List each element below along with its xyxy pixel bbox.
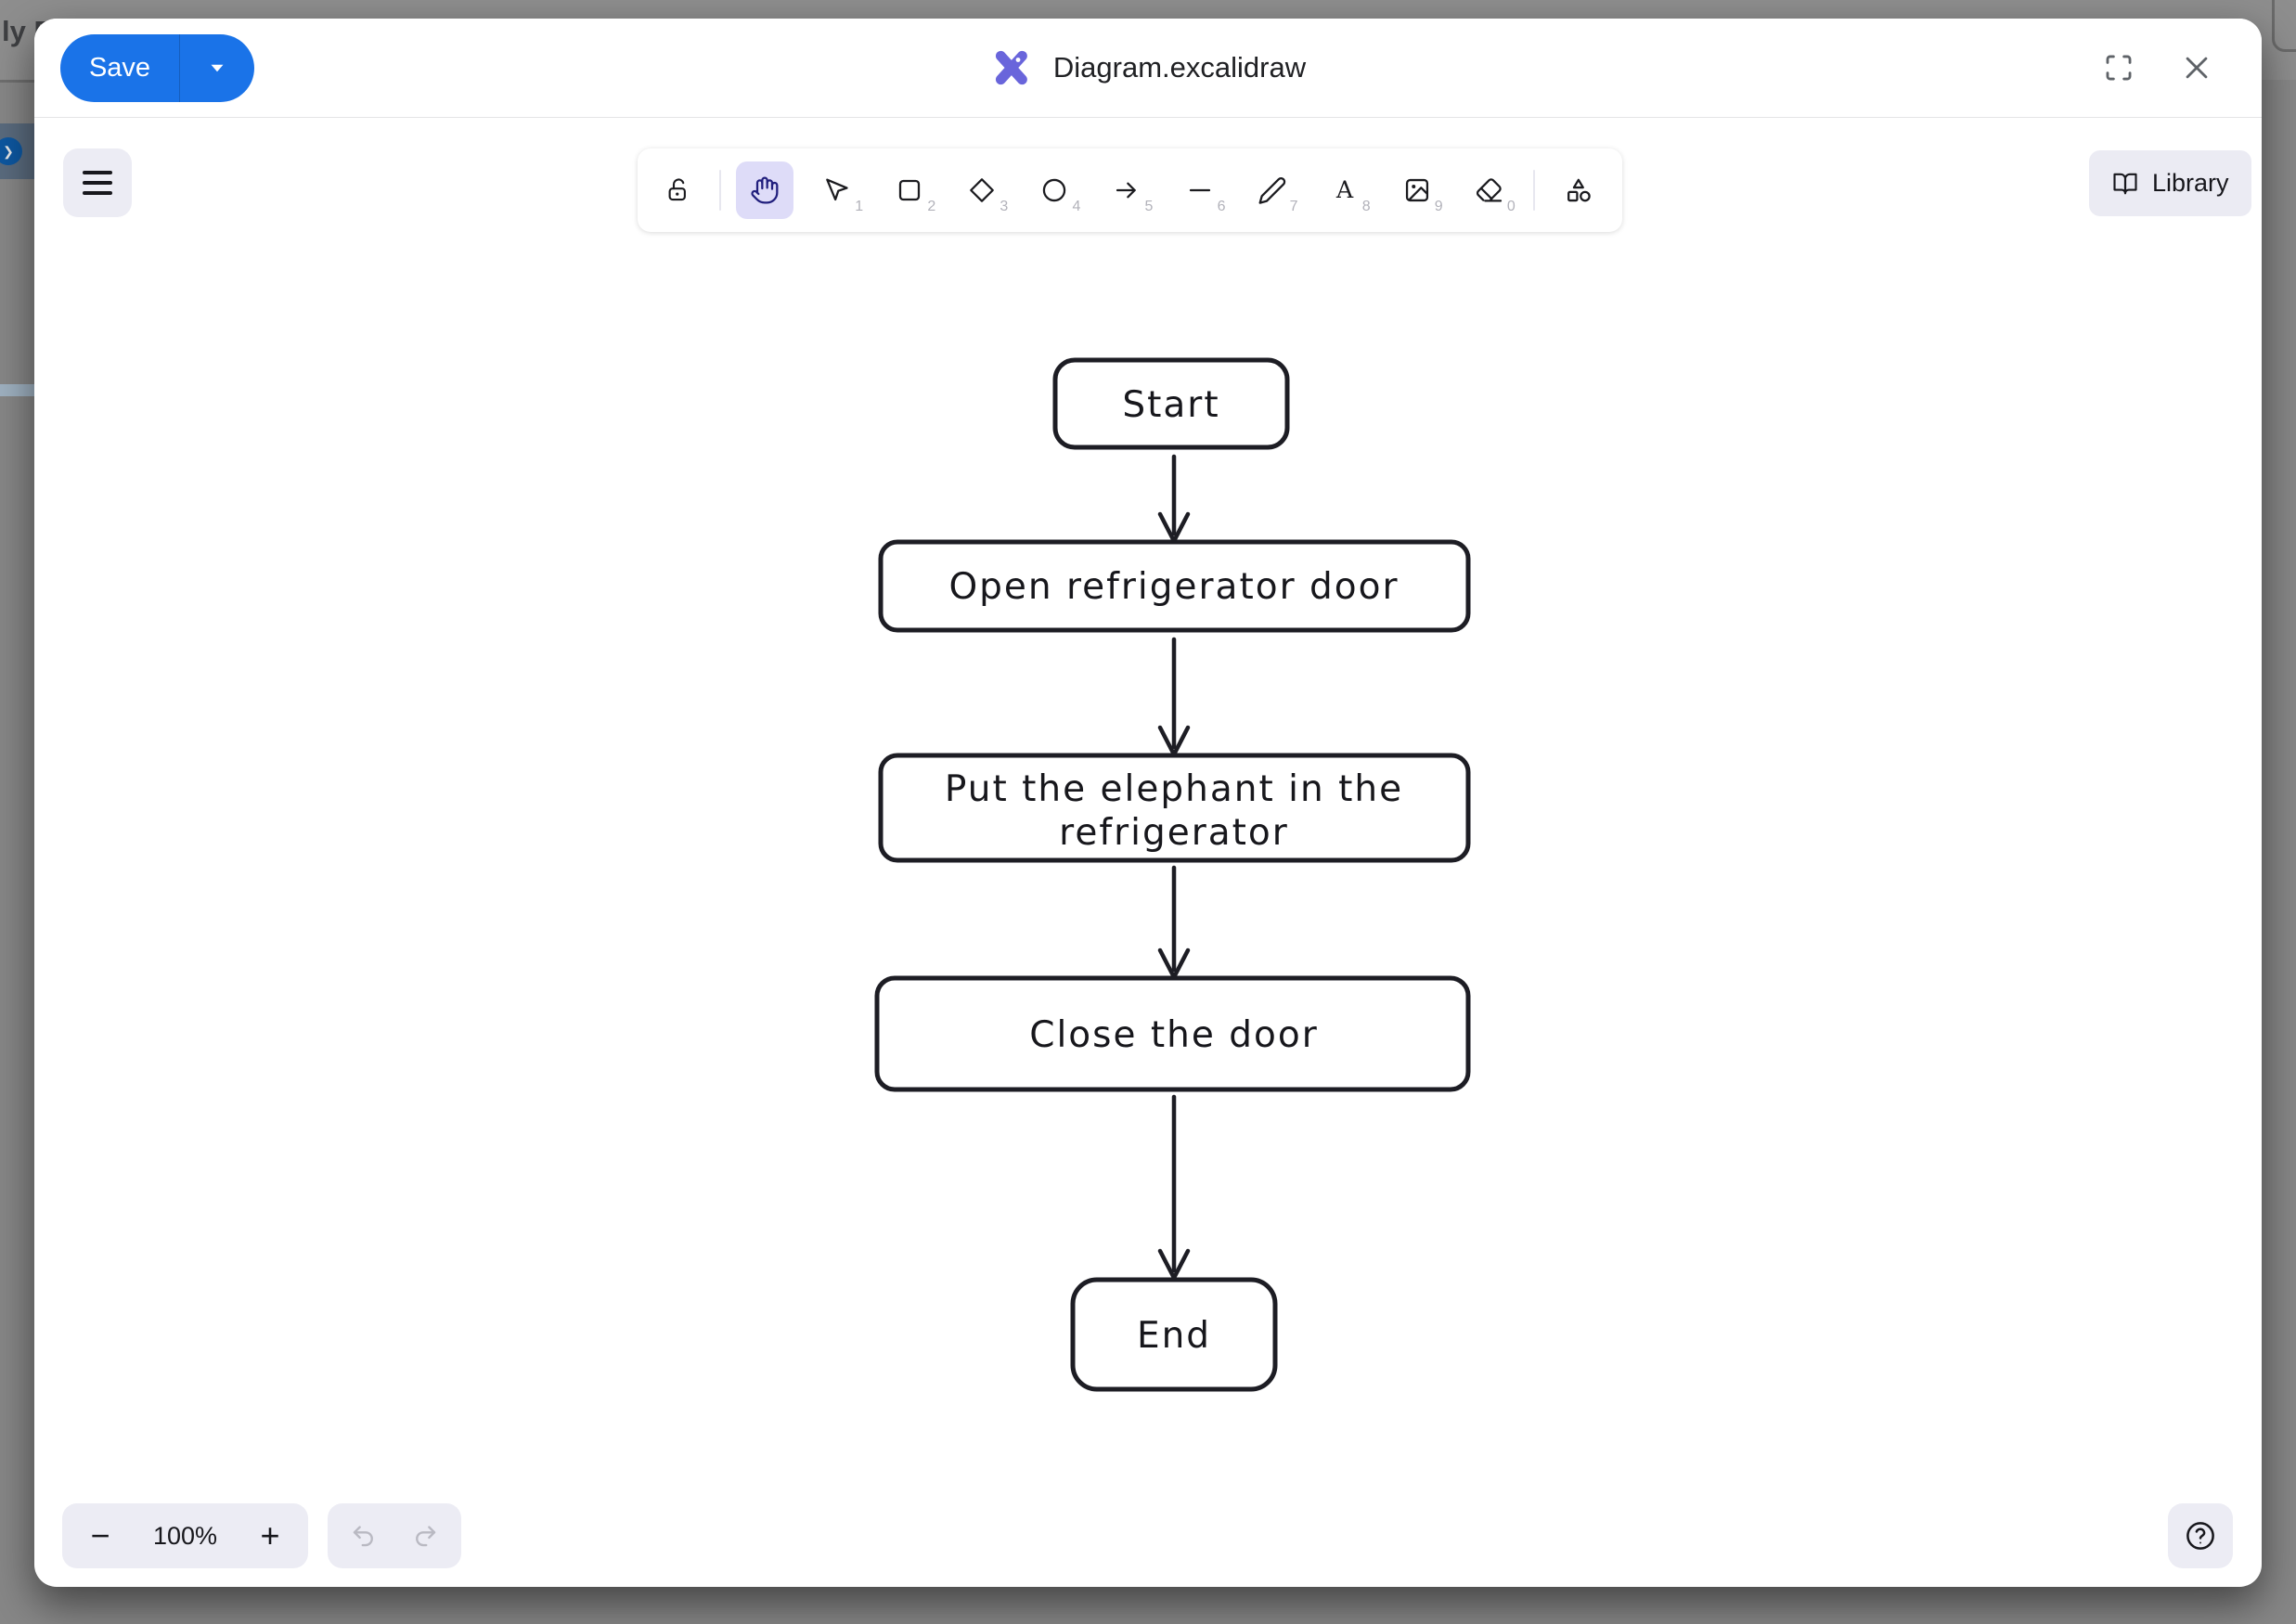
minus-icon: − — [90, 1516, 110, 1554]
window-controls — [2100, 19, 2215, 117]
flow-node-label: Start — [1122, 384, 1219, 426]
help-button[interactable] — [2168, 1503, 2233, 1568]
arrow-tool-button[interactable]: 5 — [1098, 161, 1155, 219]
flow-arrow-4[interactable] — [1157, 1094, 1191, 1281]
flow-node-open-door[interactable]: Open refrigerator door — [878, 539, 1471, 633]
draw-tool-button[interactable]: 7 — [1244, 161, 1301, 219]
modal-header: Save Diagram.excalidraw — [34, 19, 2262, 118]
document-title-group: Diagram.excalidraw — [990, 19, 1306, 117]
flow-node-label: Close the door — [1029, 1014, 1319, 1056]
flow-node-put-elephant[interactable]: Put the elephant in the refrigerator — [878, 753, 1471, 863]
close-icon — [2186, 57, 2208, 79]
flow-node-close-door[interactable]: Close the door — [874, 975, 1471, 1092]
history-controls — [328, 1503, 461, 1568]
hamburger-icon — [83, 171, 112, 174]
redo-button[interactable] — [399, 1510, 451, 1562]
background-file-badge: ❯ — [0, 137, 22, 165]
flow-node-label: Open refrigerator door — [948, 566, 1399, 608]
image-icon — [1405, 178, 1428, 202]
save-dropdown-button[interactable] — [179, 34, 254, 102]
eraser-tool-button[interactable]: 0 — [1461, 161, 1518, 219]
main-menu-button[interactable] — [63, 148, 132, 217]
fullscreen-icon — [2106, 55, 2132, 81]
diamond-icon — [970, 178, 995, 202]
hand-icon — [751, 176, 779, 204]
line-tool-button[interactable]: 6 — [1171, 161, 1229, 219]
rectangle-icon — [899, 179, 921, 201]
book-icon — [2113, 173, 2137, 194]
lock-tool-button[interactable] — [652, 161, 704, 219]
redo-icon — [416, 1526, 436, 1547]
shapes-icon — [1567, 178, 1591, 202]
caret-down-icon — [211, 64, 224, 72]
chevron-right-icon: ❯ — [3, 143, 14, 159]
flow-node-label-line2: refrigerator — [1059, 812, 1289, 854]
flow-node-start[interactable]: Start — [1052, 357, 1290, 450]
undo-button[interactable] — [338, 1510, 390, 1562]
flow-arrow-3[interactable] — [1157, 865, 1191, 980]
excalidraw-modal: Save Diagram.excalidraw — [34, 19, 2262, 1587]
flow-node-end[interactable]: End — [1070, 1277, 1278, 1392]
zoom-level[interactable]: 100% — [152, 1521, 218, 1550]
hand-tool-button[interactable] — [736, 161, 794, 219]
text-tool-button[interactable]: A 8 — [1316, 161, 1374, 219]
zoom-out-button[interactable]: − — [62, 1503, 138, 1568]
shapes-tool-button[interactable] — [1550, 161, 1607, 219]
document-title: Diagram.excalidraw — [1052, 51, 1307, 84]
plus-icon: + — [260, 1516, 280, 1554]
save-button[interactable]: Save — [60, 34, 179, 102]
image-tool-button[interactable]: 9 — [1388, 161, 1446, 219]
flow-node-label-line1: Put the elephant in the — [945, 768, 1403, 810]
ellipse-icon — [1043, 178, 1066, 202]
ellipse-tool-button[interactable]: 4 — [1025, 161, 1083, 219]
excalidraw-logo-icon — [995, 50, 1027, 85]
library-button-label: Library — [2152, 169, 2229, 197]
svg-text:A: A — [1335, 175, 1353, 203]
flow-arrow-2[interactable] — [1157, 637, 1191, 757]
arrow-icon — [1116, 182, 1137, 199]
close-button[interactable] — [2178, 49, 2215, 86]
pencil-icon — [1258, 177, 1285, 204]
library-button[interactable]: Library — [2089, 150, 2251, 216]
rectangle-tool-button[interactable]: 2 — [881, 161, 938, 219]
flow-arrow-1[interactable] — [1157, 454, 1191, 544]
toolbar-divider — [1532, 170, 1535, 211]
eraser-icon — [1476, 178, 1502, 202]
background-corner-element — [2272, 0, 2296, 52]
zoom-in-button[interactable]: + — [232, 1503, 308, 1568]
fullscreen-button[interactable] — [2100, 49, 2137, 86]
drawing-canvas[interactable]: Start Open refrigerator door Put the ele… — [34, 118, 2262, 1587]
save-split-button: Save — [60, 34, 254, 102]
lock-open-icon — [668, 178, 686, 201]
diamond-tool-button[interactable]: 3 — [953, 161, 1011, 219]
zoom-controls: − 100% + — [62, 1503, 308, 1568]
cursor-icon — [826, 178, 848, 201]
selection-tool-button[interactable]: 1 — [808, 161, 866, 219]
flow-node-label: End — [1137, 1315, 1211, 1357]
undo-icon — [353, 1526, 373, 1547]
toolbar-divider — [719, 170, 722, 211]
text-icon: A — [1335, 175, 1353, 203]
line-icon — [1189, 188, 1210, 192]
help-icon — [2186, 1522, 2214, 1550]
tool-toolbar: 1 2 3 4 — [638, 148, 1622, 232]
